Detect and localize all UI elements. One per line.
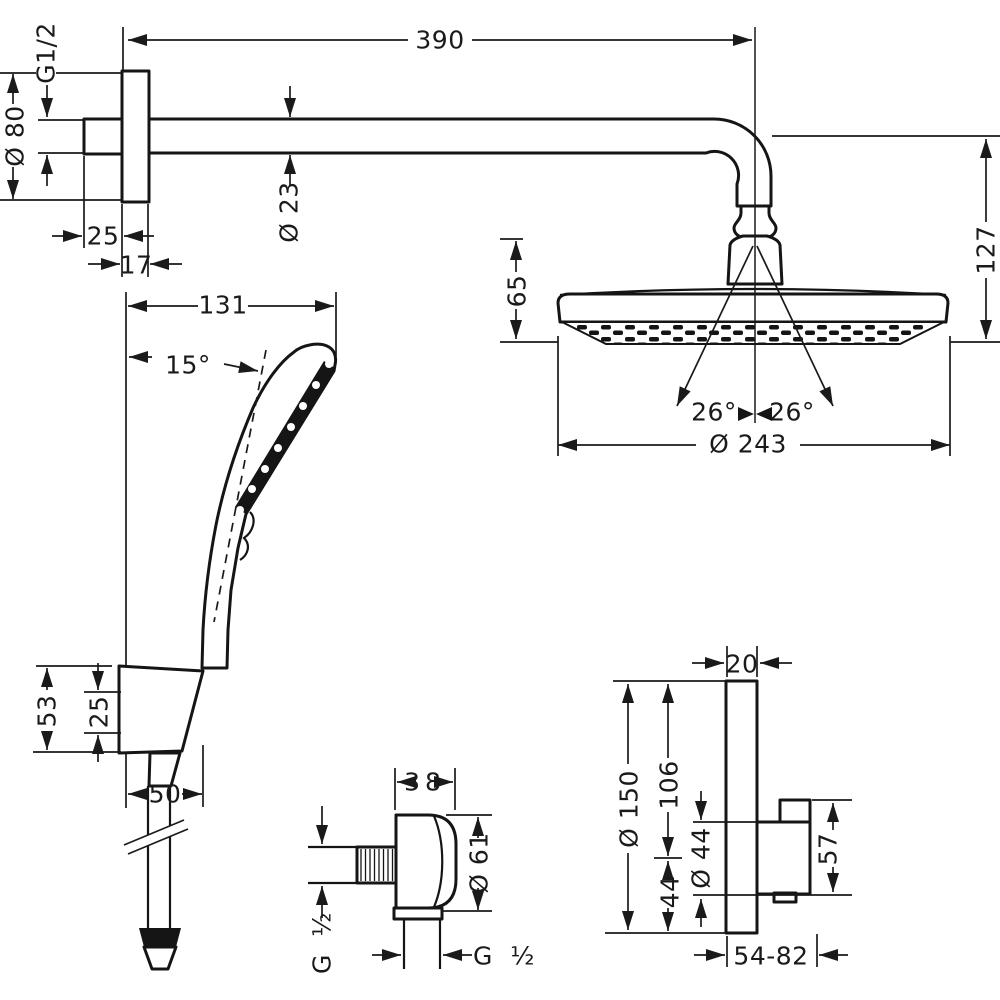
overhead-shower-view — [556, 287, 950, 345]
handshower-view — [117, 292, 338, 971]
outlet-shoulder — [392, 906, 444, 921]
dim-stub-length-label: 25 — [86, 221, 120, 251]
dim-pipe-diameter-label: Ø 23 — [274, 181, 304, 243]
hose-break-gap — [124, 820, 188, 854]
handle-clip-detail — [239, 511, 255, 561]
mixer-bottom-tab — [772, 891, 798, 904]
dim-handle-diameter-label: Ø 44 — [686, 827, 716, 889]
wall-stub — [82, 117, 124, 156]
dim-plate-thickness-label: 20 — [725, 649, 759, 679]
tilt-reference-dashed-line — [213, 349, 267, 623]
dim-holder-depth-label: 50 — [148, 779, 182, 809]
outlet-body-curve — [432, 815, 444, 908]
shower-arm — [147, 117, 773, 208]
mixer-valve-body — [755, 820, 812, 896]
wall-arm-view — [82, 69, 784, 286]
dim-spray-angle-right-label: 26° — [769, 397, 815, 427]
dim-install-depth-label: 54-82 — [733, 941, 809, 971]
dim-arm-thread-label: G1/2 — [31, 22, 61, 84]
dim-spray-angle-left-label: 26° — [691, 397, 737, 427]
dim-flange-diameter-label: Ø 80 — [0, 105, 30, 167]
wall-outlet-view — [308, 813, 458, 969]
handshower-spray-face — [235, 361, 335, 514]
dim-outlet-thread-bottom-label: G ½ — [472, 941, 536, 971]
shower-holder — [117, 664, 205, 755]
spray-face — [561, 321, 945, 345]
dim-handle-height-label: 57 — [813, 832, 843, 866]
dim-holder-offset-label: 25 — [84, 695, 114, 729]
dim-outlet-thread-side-label: G ½ — [307, 911, 337, 975]
dim-head-drop-label: 127 — [971, 225, 1000, 275]
dim-mixer-lower-span-label: 44 — [655, 875, 685, 909]
dimension-annotations — [0, 27, 1000, 967]
shower-head-rim — [556, 292, 950, 324]
mixer-plate — [724, 679, 759, 935]
dim-plate-diameter-label: Ø 150 — [614, 770, 644, 848]
mixer-view — [724, 679, 812, 935]
dim-arm-length-label: 390 — [415, 25, 465, 55]
dim-outlet-diameter-label: Ø 61 — [464, 832, 494, 894]
wall-flange — [120, 69, 151, 204]
dim-flange-thickness-label: 17 — [119, 250, 153, 280]
hose-end-cone — [142, 945, 178, 971]
outlet-body — [394, 813, 458, 910]
dim-handshower-reach-label: 131 — [198, 290, 248, 320]
head-dome-line — [559, 287, 947, 297]
dim-handshower-tilt-label: 15° — [165, 350, 211, 380]
thread-hatching — [360, 849, 394, 881]
dim-head-diameter-label: Ø 243 — [709, 429, 787, 459]
hose-nut — [139, 928, 181, 947]
handshower-nozzle-dots — [236, 360, 333, 514]
dim-holder-height-label: 53 — [32, 694, 62, 728]
dim-head-height-label: 65 — [502, 274, 532, 308]
mixer-knob — [778, 798, 812, 824]
dim-mixer-upper-span-label: 106 — [654, 760, 684, 810]
dim-outlet-width-label: 38 — [404, 767, 446, 797]
threaded-nipple — [355, 845, 398, 885]
